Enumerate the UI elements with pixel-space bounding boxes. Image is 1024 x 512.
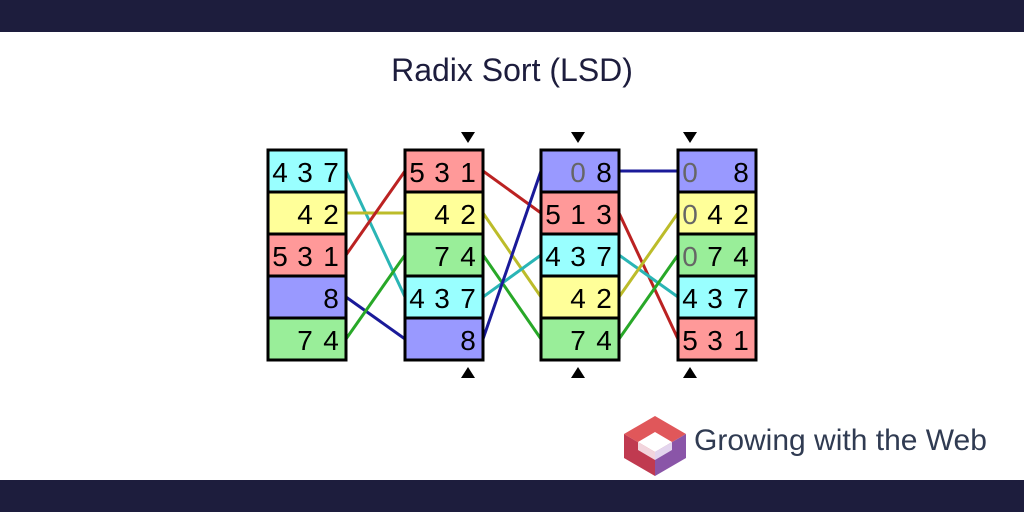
cell-digit: 3 <box>434 283 450 314</box>
digit-pointer-bottom-icon <box>461 367 475 378</box>
cell-digit: 7 <box>707 241 723 272</box>
connection-line <box>481 254 543 340</box>
top-band <box>0 0 1024 32</box>
cell-digit: 3 <box>434 157 450 188</box>
connection-line <box>617 254 680 340</box>
cell-digit: 3 <box>707 283 723 314</box>
cell-box <box>403 316 485 362</box>
brand-name: Growing with the Web <box>694 424 987 457</box>
cell-digit: 0 <box>682 199 698 230</box>
digit-pointer-bottom-icon <box>571 367 585 378</box>
cell-digit: 1 <box>323 241 339 272</box>
cell-box <box>403 274 485 320</box>
connection-line <box>618 253 679 299</box>
cell-digit: 4 <box>707 199 723 230</box>
connection-line <box>344 170 407 298</box>
cell-digit: 8 <box>596 157 612 188</box>
cell-box <box>266 148 348 194</box>
cell-box <box>266 274 348 320</box>
cell-digit: 3 <box>570 241 586 272</box>
cell-box <box>403 190 485 236</box>
cell-digit: 4 <box>682 283 698 314</box>
cell-digit: 7 <box>733 283 749 314</box>
connection-line <box>344 170 407 256</box>
cell-digit: 8 <box>323 283 339 314</box>
cell-digit: 1 <box>733 325 749 356</box>
digit-pointer-bottom-icon <box>683 367 697 378</box>
connection-line <box>481 170 543 340</box>
cell-digit: 7 <box>323 157 339 188</box>
cell-box <box>539 316 621 362</box>
cell-digit: 3 <box>297 157 313 188</box>
connection-line <box>617 212 680 298</box>
cell-digit: 4 <box>434 199 450 230</box>
connection-line <box>344 254 407 340</box>
cell-digit: 5 <box>409 157 425 188</box>
cell-digit: 2 <box>460 199 476 230</box>
cell-digit: 4 <box>297 199 313 230</box>
cell-digit: 4 <box>733 241 749 272</box>
cell-digit: 7 <box>570 325 586 356</box>
cell-box <box>676 274 758 320</box>
cell-digit: 1 <box>570 199 586 230</box>
bottom-band <box>0 480 1024 512</box>
diagram-title: Radix Sort (LSD) <box>391 52 633 88</box>
brand-logo-icon <box>624 416 686 476</box>
cell-box <box>676 190 758 236</box>
cell-digit: 4 <box>460 241 476 272</box>
cell-digit: 4 <box>545 241 561 272</box>
cell-box <box>676 316 758 362</box>
cell-digit: 2 <box>596 283 612 314</box>
cell-digit: 5 <box>682 325 698 356</box>
cell-digit: 1 <box>460 157 476 188</box>
cell-digit: 8 <box>460 325 476 356</box>
cell-digit: 5 <box>545 199 561 230</box>
connection-line <box>482 253 542 299</box>
cell-digit: 3 <box>707 325 723 356</box>
cell-digit: 7 <box>434 241 450 272</box>
cell-digit: 4 <box>323 325 339 356</box>
cell-digit: 3 <box>297 241 313 272</box>
cell-digit: 2 <box>323 199 339 230</box>
connection-line <box>482 169 542 215</box>
connection-line <box>345 295 406 341</box>
cell-digit: 0 <box>682 157 698 188</box>
cell-digit: 4 <box>409 283 425 314</box>
cell-box <box>266 316 348 362</box>
cell-digit: 7 <box>596 241 612 272</box>
cell-digit: 5 <box>272 241 288 272</box>
digit-pointer-top-icon <box>571 132 585 143</box>
cell-digit: 4 <box>272 157 288 188</box>
digit-pointer-top-icon <box>461 132 475 143</box>
digit-pointer-top-icon <box>683 132 697 143</box>
cell-digit: 7 <box>297 325 313 356</box>
cell-digit: 8 <box>733 157 749 188</box>
cell-digit: 4 <box>570 283 586 314</box>
cell-digit: 4 <box>596 325 612 356</box>
cell-digit: 0 <box>682 241 698 272</box>
cell-digit: 7 <box>460 283 476 314</box>
cell-digit: 2 <box>733 199 749 230</box>
cell-digit: 3 <box>596 199 612 230</box>
cell-digit: 0 <box>570 157 586 188</box>
